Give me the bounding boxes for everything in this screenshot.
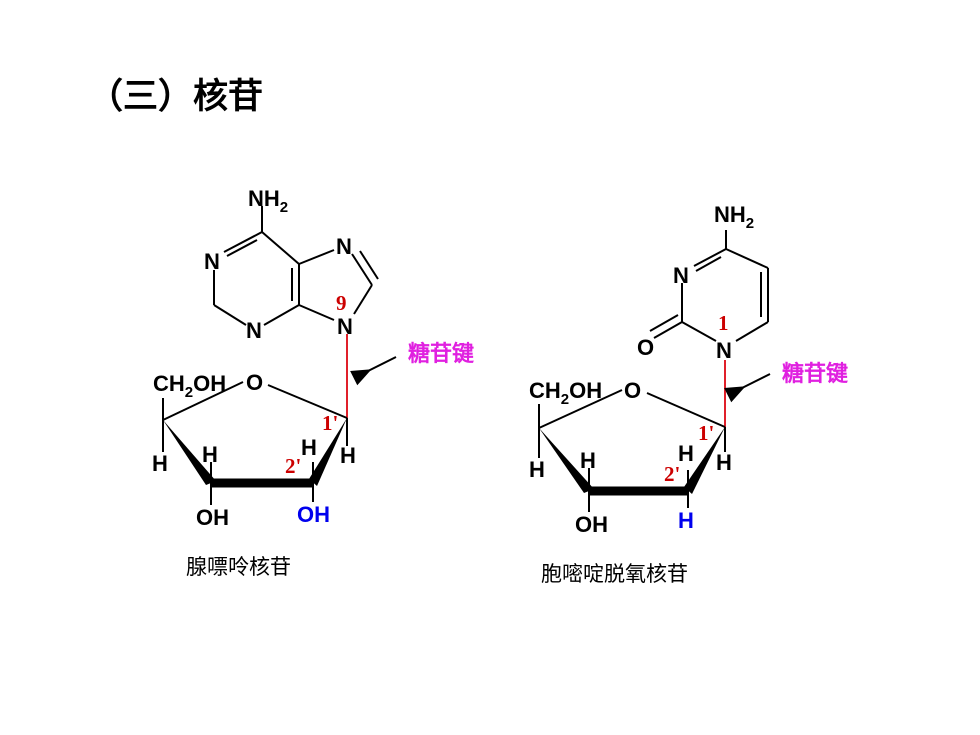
n1-label-c: N [716,338,732,363]
cytosine-bonds [649,230,769,342]
c1-number: 1' [322,411,338,435]
deoxyribose-wedge-left [539,428,594,493]
ch2oh-label-c: CH2OH [529,378,602,408]
h1-label-c: H [716,450,732,475]
h4-label-c: H [529,457,545,482]
deoxycytidine-structure: NH2 N O N 1 O CH2OH H H H H OH H 1' 2' 糖… [529,202,848,586]
ribose-wedge-right [309,418,347,486]
page-title: （三）核苷 [88,77,264,117]
n7-label: N [336,234,352,259]
o2-label-c: O [637,335,654,360]
n1-number-c: 1 [718,311,729,335]
glycosidic-arrow-deoxycytidine [724,373,771,403]
n3-label-c: N [673,263,689,288]
n9-label: N [337,314,353,339]
adenine-bonds [213,206,379,326]
h3-label-c: H [580,448,596,473]
glycosidic-arrow-adenosine [350,356,397,386]
glycosidic-label-adenosine: 糖苷键 [408,341,474,367]
h1-label: H [340,443,356,468]
adenosine-caption: 腺嘌呤核苷 [186,555,291,579]
h2-label-c: H [678,441,694,466]
deoxycytidine-caption: 胞嘧啶脱氧核苷 [541,562,688,586]
oh2-label: OH [297,502,330,527]
n9-number: 9 [336,291,347,315]
h4-label: H [152,451,168,476]
adenosine-structure: NH2 N N N N 9 O CH2OH H H H H OH OH 1' 2… [152,186,474,579]
deoxyribose-wedge-right [684,427,725,494]
ribose-wedge-left [163,420,216,485]
oh3-label: OH [196,505,229,530]
h2b-label-c: H [678,508,694,533]
ribose-bonds [162,381,348,505]
h3-label: H [202,442,218,467]
ring-o-label: O [246,370,263,395]
glycosidic-label-deoxycytidine: 糖苷键 [782,361,848,387]
n3-label: N [246,318,262,343]
h2-label: H [301,435,317,460]
c2-number: 2' [285,454,301,478]
ring-o-label-c: O [624,378,641,403]
nh2-label: NH2 [248,186,288,216]
c2-number-c: 2' [664,462,680,486]
c1-number-c: 1' [698,421,714,445]
ch2oh-label: CH2OH [153,371,226,401]
n1-label: N [204,249,220,274]
nh2-label-c: NH2 [714,202,754,232]
deoxyribose-bonds [538,389,726,512]
oh3-label-c: OH [575,512,608,537]
